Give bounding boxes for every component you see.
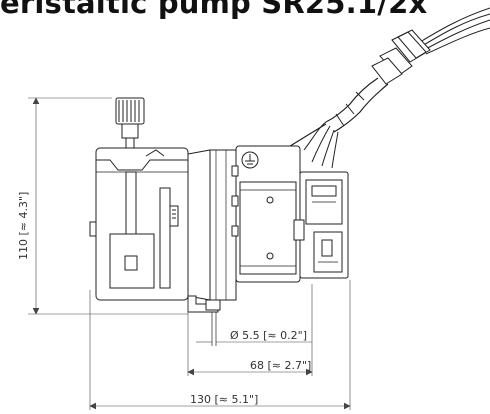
height-dimension-label: 110 [≈ 4.3"] xyxy=(17,192,30,260)
rear-electronics xyxy=(293,171,349,279)
motor xyxy=(231,145,301,283)
tension-knob xyxy=(115,97,145,149)
mounting-bracket xyxy=(187,295,221,346)
bracket-to-rear-label: 68 [≈ 2.7"] xyxy=(250,359,311,372)
diagram-title: eristaltic pump SR25.1/2x xyxy=(0,0,428,20)
cable-assembly xyxy=(235,7,490,183)
overall-length-label: 130 [≈ 5.1"] xyxy=(190,393,258,406)
dimension-lines xyxy=(28,97,351,410)
gearbox xyxy=(187,149,237,301)
pump-head xyxy=(89,147,189,301)
hole-diameter-label: Ø 5.5 [≈ 0.2"] xyxy=(230,329,307,342)
